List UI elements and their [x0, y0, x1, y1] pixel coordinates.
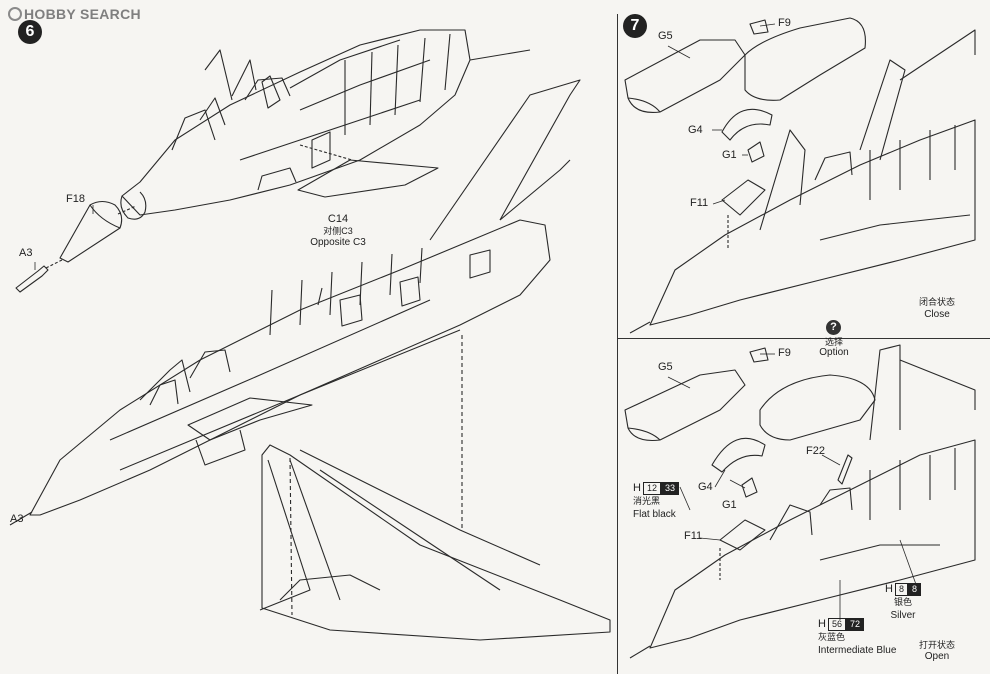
step7-aircraft-closed: [629, 29, 976, 334]
label-close-en: Close: [924, 309, 950, 320]
label-open-g4: G4: [698, 481, 713, 493]
horizontal-divider: [617, 338, 990, 339]
leader-lines: [34, 23, 919, 620]
part-f18-nose-cone: [59, 200, 137, 263]
label-g5: G5: [658, 30, 673, 42]
label-open-f9: F9: [778, 347, 791, 359]
label-option-cn: 选择: [824, 337, 844, 347]
label-c14: C14: [327, 213, 349, 225]
step7-canopy-parts: [624, 17, 866, 216]
label-open-en: Open: [924, 651, 950, 662]
hobby-search-logo: HOBBY SEARCH: [8, 6, 141, 22]
open-panel-aircraft: [629, 344, 976, 659]
label-g1: G1: [722, 149, 737, 161]
label-c14-note-cn: 对侧C3: [323, 226, 353, 236]
label-f18: F18: [66, 193, 85, 205]
part-c14-panel: [297, 144, 439, 198]
label-f11: F11: [690, 197, 709, 209]
label-g4: G4: [688, 124, 703, 136]
logo-icon: [8, 7, 22, 21]
step6-main-aircraft: [9, 79, 581, 530]
label-open-cn: 打开状态: [918, 640, 956, 650]
label-option-en: Option: [819, 347, 849, 358]
step-6-badge: 6: [18, 20, 42, 44]
vertical-divider: [617, 14, 618, 674]
label-c14-note-en: Opposite C3: [310, 237, 366, 248]
step6-lower-wing: [259, 444, 611, 641]
part-a3-probe: [15, 259, 63, 293]
label-open-f22: F22: [806, 445, 825, 457]
label-open-g5: G5: [658, 361, 673, 373]
step-7-badge: 7: [623, 14, 647, 38]
label-close-cn: 闭合状态: [918, 297, 956, 307]
label-f9: F9: [778, 17, 791, 29]
label-a3: A3: [19, 247, 33, 259]
step6-forward-fuselage: [120, 29, 531, 220]
label-open-f11: F11: [684, 530, 703, 542]
label-open-g1: G1: [722, 499, 737, 511]
option-question-icon: ?: [826, 320, 841, 335]
label-a3-tip: A3: [10, 513, 24, 525]
open-panel-canopy-parts: [624, 347, 876, 551]
